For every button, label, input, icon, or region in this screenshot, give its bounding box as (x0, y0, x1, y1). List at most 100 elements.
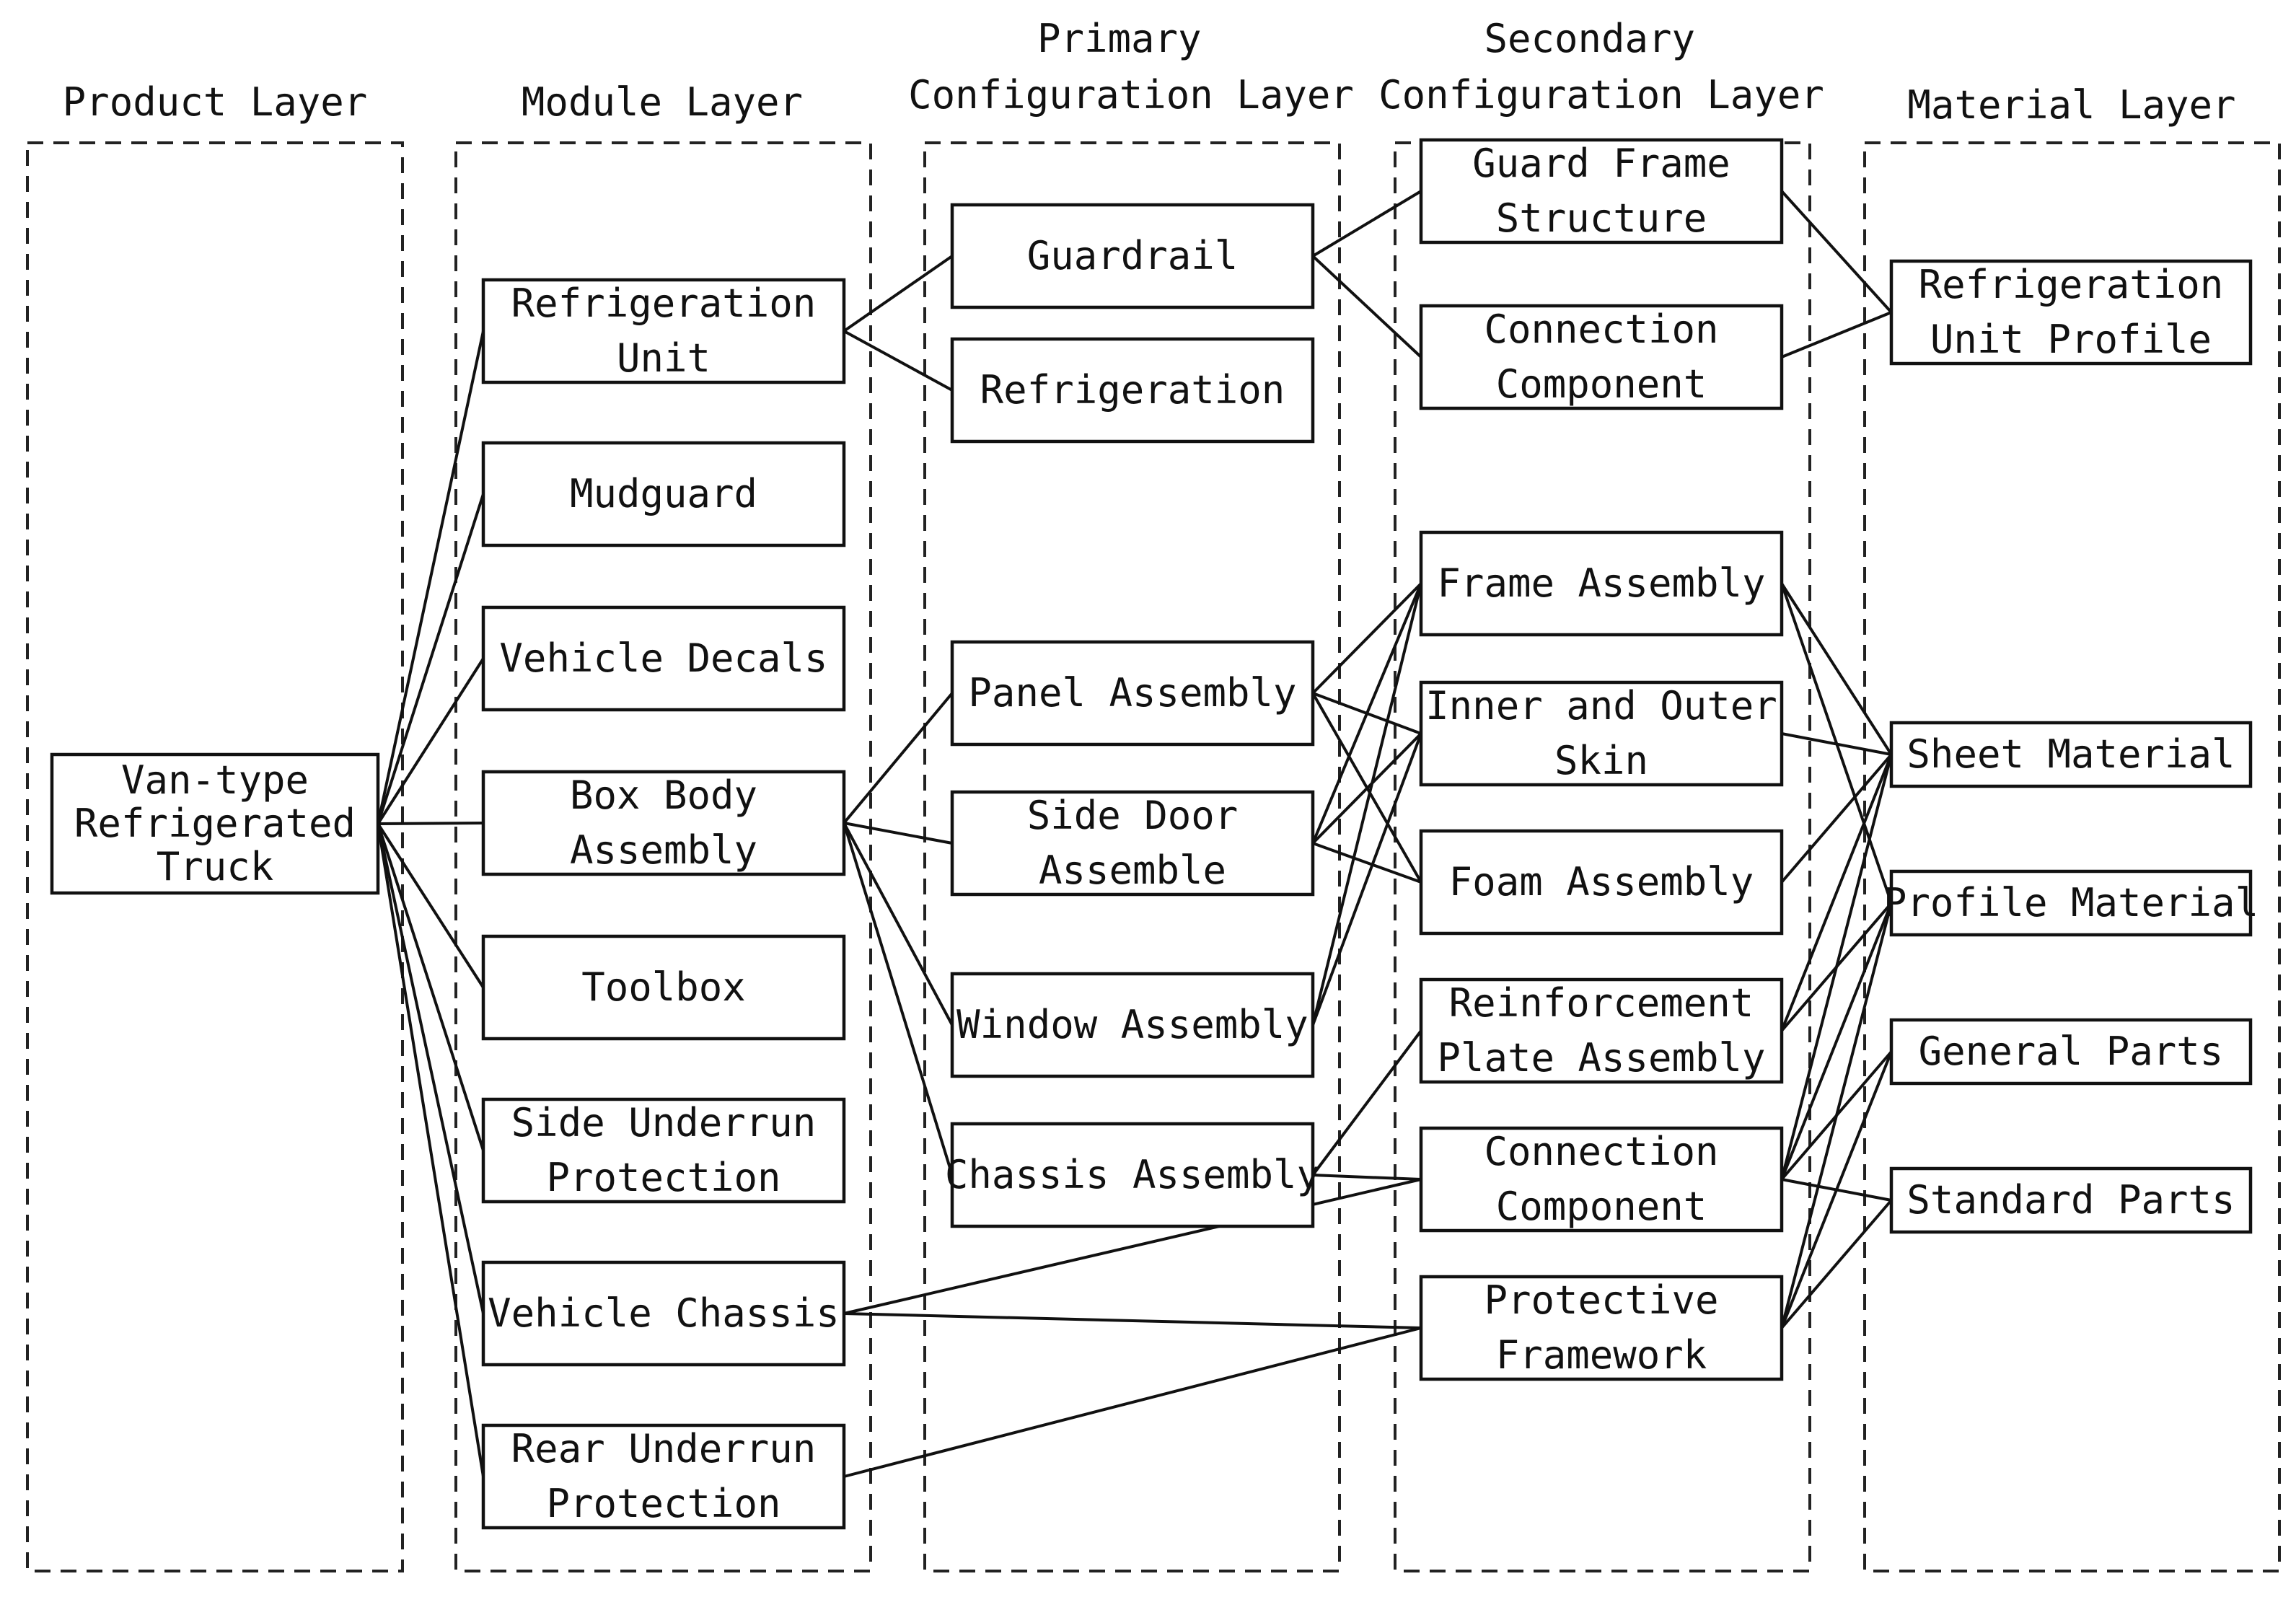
connector-p_sidedoor-to-s_frame (1311, 583, 1422, 844)
label-line: Reinforcement (1449, 980, 1754, 1026)
primary-chassis-assembly-label: Chassis Assembly (945, 1152, 1320, 1197)
connector-s_foam-to-mat_sheet (1780, 753, 1893, 884)
label-line: Frame Assembly (1437, 560, 1765, 606)
label-line: Vehicle Decals (499, 635, 827, 681)
primary-panel-assembly: Panel Assembly (950, 640, 1315, 747)
label-line: Mudguard (570, 471, 757, 516)
connector-s_guardframe-to-mat_refprofile (1780, 190, 1893, 314)
connector-truck-to-m_toolbox (377, 822, 485, 989)
module-mudguard-box (481, 441, 846, 547)
module-toolbox: Toolbox (481, 934, 846, 1041)
label-line: Plate Assembly (1437, 1035, 1765, 1081)
label-line: Window Assembly (956, 1002, 1308, 1047)
label-line: Assemble (1039, 848, 1226, 893)
connector-s_reinf-to-mat_sheet (1780, 754, 1893, 1031)
primary-window-assembly-box (950, 972, 1315, 1078)
label-line: Chassis Assembly (945, 1152, 1320, 1197)
material-refrigeration-unit-profile-box (1889, 259, 2253, 366)
label-line: Guardrail (1027, 233, 1239, 278)
module-vehicle-decals: Vehicle Decals (481, 605, 846, 712)
connector-m_boxbody-to-p_window (843, 822, 954, 1026)
label-line: Foam Assembly (1449, 859, 1754, 905)
connector-p_chassisasm-to-s_reinf (1311, 1029, 1422, 1176)
label-line: Guard Frame (1472, 141, 1730, 186)
label-line: General Parts (1919, 1029, 2224, 1074)
primary-panel-assembly-box (950, 640, 1315, 747)
primary-refrigeration: Refrigeration (950, 337, 1315, 444)
module-rear-underrun-protection-box (481, 1423, 846, 1530)
label-line: Inner and Outer (1425, 683, 1777, 729)
connector-s_protect-to-mat_general (1780, 1051, 1893, 1329)
label-line: Protection (546, 1155, 780, 1200)
module-vehicle-decals-label: Vehicle Decals (499, 635, 827, 681)
connector-s_protect-to-mat_standard (1780, 1199, 1893, 1329)
primary-configuration-layer-title: Primary Configuration Layer (908, 16, 1354, 118)
secondary-frame-assembly-box (1419, 530, 1784, 637)
secondary-connection-component-upper-box (1419, 304, 1784, 410)
label-line: Refrigeration (511, 281, 817, 326)
label-line: Component (1496, 361, 1707, 407)
material-standard-parts-label: Standard Parts (1906, 1177, 2235, 1223)
connector-truck-to-m_decals (377, 657, 485, 825)
connector-m_boxbody-to-p_sidedoor (843, 822, 953, 845)
connector-truck-to-m_chassis (377, 823, 485, 1314)
secondary-reinforcement-plate-assembly-box (1419, 977, 1784, 1084)
primary-chassis-assembly: Chassis Assembly (945, 1122, 1320, 1228)
label-line: Toolbox (581, 964, 746, 1010)
secondary-configuration-layer-title: Secondary Configuration Layer (1378, 16, 1824, 118)
module-vehicle-chassis-box (481, 1260, 846, 1367)
module-vehicle-decals-box (481, 605, 846, 712)
connector-p_sidedoor-to-s_skin (1311, 732, 1422, 845)
secondary-frame-assembly-label: Frame Assembly (1437, 560, 1765, 606)
module-mudguard: Mudguard (481, 441, 846, 547)
label-line: Framework (1496, 1332, 1707, 1378)
material-sheet-material: Sheet Material (1889, 721, 2253, 788)
connector-s_conn2-to-mat_sheet (1780, 754, 1893, 1180)
module-vehicle-chassis: Vehicle Chassis (481, 1260, 846, 1367)
connector-s_conn1-to-mat_refprofile (1781, 311, 1892, 358)
label-line: Unit Profile (1930, 317, 2212, 362)
label-line: Skin (1554, 738, 1648, 783)
primary-refrigeration-box (950, 337, 1315, 444)
connector-truck-to-m_sideunder (377, 823, 485, 1151)
label-line: Structure (1496, 195, 1707, 241)
material-layer-title: Material Layer (1907, 82, 2235, 128)
label-line: Side Underrun (511, 1100, 817, 1145)
primary-window-assembly: Window Assembly (950, 972, 1315, 1078)
module-layer-frame (454, 141, 872, 1572)
connector-truck-to-m_boxbody (377, 822, 484, 825)
label-line: Protection (546, 1481, 780, 1526)
module-vehicle-chassis-label: Vehicle Chassis (488, 1290, 840, 1336)
label-line: Component (1496, 1184, 1707, 1229)
secondary-guard-frame-structure-box (1419, 138, 1784, 245)
connector-s_skin-to-mat_sheet (1781, 732, 1892, 756)
primary-layer-frame (923, 141, 1341, 1572)
label-line: Protective (1484, 1277, 1718, 1323)
label-line: Vehicle Chassis (488, 1290, 840, 1336)
label-line: Sheet Material (1906, 731, 2235, 777)
material-general-parts-box (1889, 1018, 2253, 1086)
connector-p_window-to-s_frame (1311, 583, 1422, 1026)
material-general-parts: General Parts (1889, 1018, 2253, 1086)
material-standard-parts-box (1889, 1166, 2253, 1234)
label-line: Panel Assembly (968, 670, 1296, 716)
primary-guardrail: Guardrail (950, 203, 1315, 309)
connector-s_protect-to-mat_profile (1780, 902, 1893, 1329)
label-line: Side Door (1027, 793, 1239, 838)
